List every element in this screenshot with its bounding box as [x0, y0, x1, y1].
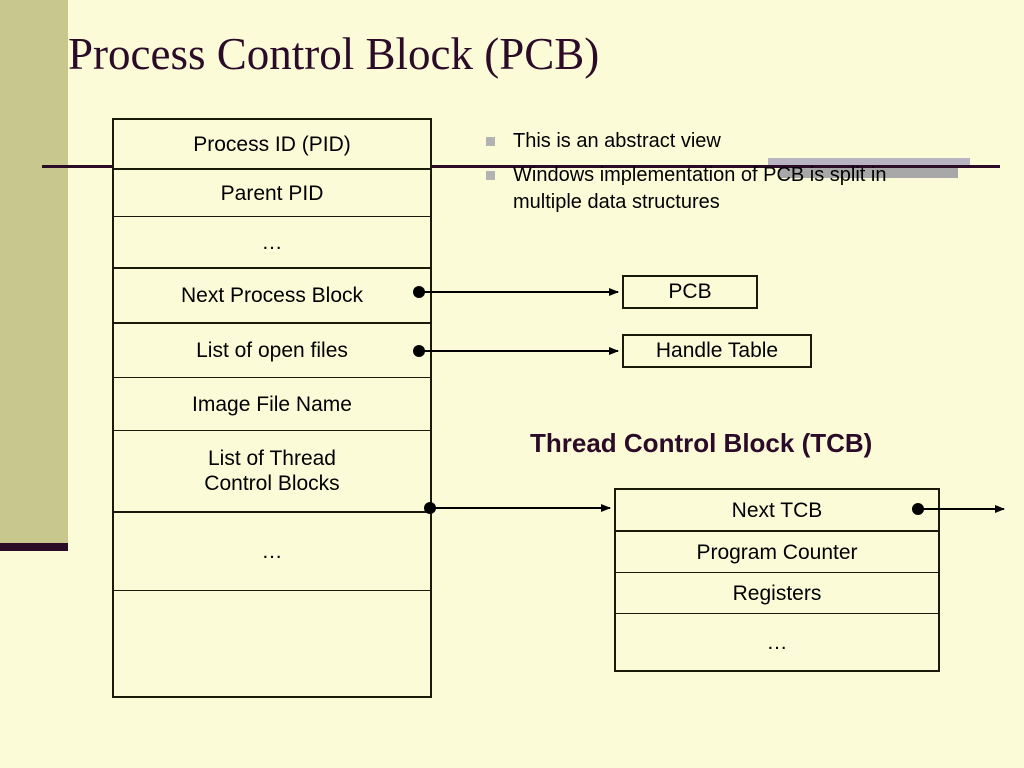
table-row: Process ID (PID): [114, 120, 430, 170]
table-row: Next Process Block: [114, 269, 430, 324]
bullet-text: Windows implementation of PCB is split i…: [513, 164, 887, 213]
pcb-pointer-box: PCB: [622, 275, 758, 309]
square-bullet-icon: [486, 137, 495, 146]
pcb-field-label: Next Process Block: [180, 284, 364, 307]
table-row: …: [114, 513, 430, 591]
table-row: [114, 591, 430, 696]
pcb-structure-table: Process ID (PID) Parent PID … Next Proce…: [112, 118, 432, 698]
bullet-list: This is an abstract view Windows impleme…: [486, 128, 956, 223]
table-row: Image File Name: [114, 378, 430, 431]
table-row: Next TCB: [616, 490, 938, 532]
title-divider: [42, 165, 1000, 168]
tcb-field-label: Registers: [732, 581, 822, 605]
table-row: Registers: [616, 573, 938, 614]
table-row: Parent PID: [114, 170, 430, 217]
handle-table-pointer-box: Handle Table: [622, 334, 812, 368]
tcb-field-label: Program Counter: [696, 540, 858, 564]
pcb-field-label: List of Thread Control Blocks: [204, 447, 340, 495]
pcb-field-label: …: [261, 230, 283, 254]
table-row: …: [114, 217, 430, 269]
list-item: This is an abstract view: [486, 128, 956, 155]
table-row: …: [616, 614, 938, 670]
tcb-structure-table: Next TCB Program Counter Registers …: [614, 488, 940, 672]
handle-table-pointer-box-label: Handle Table: [655, 339, 779, 362]
tcb-field-label: Next TCB: [731, 498, 823, 522]
pcb-field-label: List of open files: [196, 339, 348, 362]
tcb-field-label: …: [766, 630, 788, 654]
pcb-field-label: Image File Name: [192, 392, 352, 416]
list-item: Windows implementation of PCB is split i…: [486, 162, 956, 216]
pcb-field-label: …: [261, 540, 283, 563]
pcb-field-label: Process ID (PID): [193, 132, 351, 156]
title-rule-shadow-lower: [780, 168, 958, 178]
decorative-left-band-foot: [0, 543, 68, 551]
page-title: Process Control Block (PCB): [68, 29, 600, 79]
bullet-text: This is an abstract view: [513, 130, 721, 152]
table-row: List of Thread Control Blocks: [114, 431, 430, 513]
title-rule-shadow-upper: [768, 158, 970, 168]
tcb-heading: Thread Control Block (TCB): [530, 428, 873, 458]
pcb-pointer-box-label: PCB: [668, 280, 712, 303]
square-bullet-icon: [486, 171, 495, 180]
decorative-left-band: [0, 0, 68, 543]
table-row: List of open files: [114, 324, 430, 378]
table-row: Program Counter: [616, 532, 938, 573]
pcb-field-label: Parent PID: [220, 181, 324, 205]
